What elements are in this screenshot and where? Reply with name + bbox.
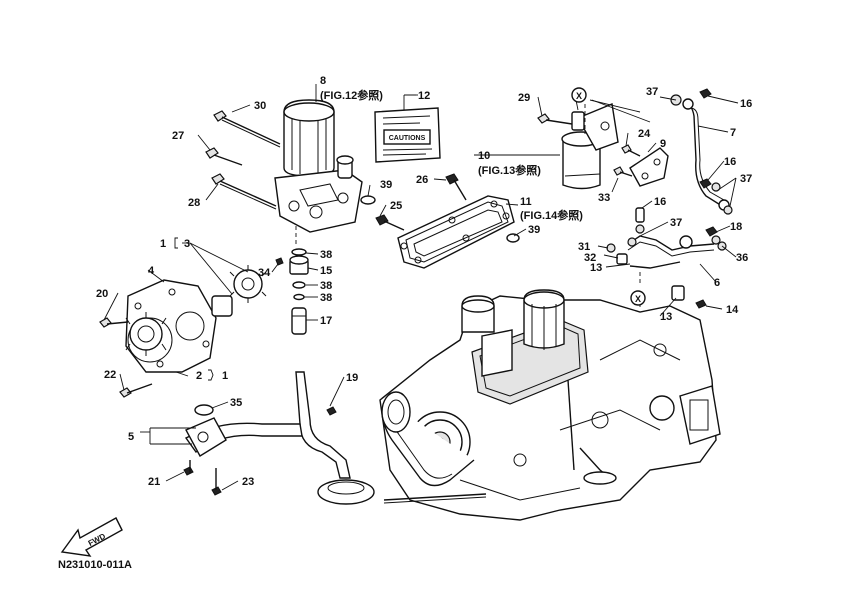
callout-20: 20 (96, 288, 108, 300)
diagram-code: N231010-011A (58, 559, 132, 571)
callout-13a: 13 (590, 262, 602, 274)
callout-25: 25 (390, 200, 402, 212)
washer-38-mid (292, 281, 306, 289)
callout-14: 14 (726, 304, 739, 316)
callout-5: 5 (128, 431, 134, 443)
washer-38-top (291, 248, 307, 256)
fwd-arrow-icon: FWD (60, 517, 123, 557)
callout-10-ref: (FIG.13参照) (478, 163, 541, 177)
callout-31: 31 (578, 241, 590, 253)
callout-8-ref: (FIG.12参照) (320, 88, 383, 102)
marker-x-bottom-label: X (635, 294, 641, 304)
callout-16c: 16 (654, 196, 666, 208)
callout-10: 10 (478, 150, 490, 162)
marker-x-top (571, 87, 587, 103)
bolt-27 (205, 147, 243, 166)
callout-1: 1 (160, 238, 166, 250)
callout-1b: 1 (222, 370, 228, 382)
callout-4: 4 (148, 265, 155, 277)
bolt-23 (211, 468, 222, 496)
callout-35: 35 (230, 397, 242, 409)
callouts: 1 1 2 3 4 5 6 7 8 (FIG.12参照) 9 10 (FIG.1… (96, 75, 752, 488)
callout-16b: 16 (724, 156, 736, 168)
caution-label: CAUTIONS (374, 107, 441, 163)
bolt-30 (213, 110, 281, 148)
bolt-22 (119, 383, 153, 398)
leader-lines (103, 84, 739, 491)
bolt-18-36 (705, 226, 727, 251)
bolt-16-mid (699, 178, 733, 215)
callout-38c: 38 (320, 292, 332, 304)
oring-39-left (360, 195, 376, 205)
callout-37c: 37 (670, 217, 682, 229)
bracket-1-3 (174, 237, 178, 249)
part-34 (275, 257, 284, 266)
callout-22: 22 (104, 369, 116, 381)
callout-12: 12 (418, 90, 430, 102)
callout-2: 2 (196, 370, 202, 382)
bolt-24 (621, 144, 641, 157)
engine-block (379, 289, 721, 521)
callout-37a: 37 (646, 86, 658, 98)
callout-16a: 16 (740, 98, 752, 110)
callout-28: 28 (188, 197, 200, 209)
callout-34: 34 (258, 267, 271, 279)
callout-39a: 39 (380, 179, 392, 191)
bolt-19 (326, 406, 337, 416)
callout-11: 11 (520, 196, 532, 208)
fuel-filter-assembly (537, 103, 619, 190)
bolt-25 (375, 214, 405, 231)
callout-8: 8 (320, 75, 326, 87)
callout-17: 17 (320, 315, 332, 327)
callout-18: 18 (730, 221, 742, 233)
callout-38b: 38 (320, 280, 332, 292)
bolt-28 (211, 173, 277, 210)
oil-pump-gear (125, 312, 167, 356)
callout-24: 24 (638, 128, 651, 140)
callout-23: 23 (242, 476, 254, 488)
rotor-3 (211, 265, 267, 317)
callout-13b: 13 (660, 311, 672, 323)
plug-17 (291, 307, 307, 335)
callout-29: 29 (518, 92, 530, 104)
pipe-7 (682, 98, 730, 211)
callout-19: 19 (346, 372, 358, 384)
callout-21: 21 (148, 476, 160, 488)
callout-27: 27 (172, 130, 184, 142)
callout-37b: 37 (740, 173, 752, 185)
callout-39b: 39 (528, 224, 540, 236)
bracket-13 (671, 285, 707, 309)
callout-6: 6 (714, 277, 720, 289)
callout-30: 30 (254, 100, 266, 112)
callout-9: 9 (660, 138, 666, 150)
oring-39-right (506, 233, 520, 243)
bolt-21 (183, 460, 194, 476)
callout-15: 15 (320, 265, 332, 277)
callout-11-ref: (FIG.14参照) (520, 208, 583, 222)
marker-x-top-label: X (576, 91, 582, 101)
oring-35 (194, 404, 214, 416)
union-31-32 (606, 237, 637, 265)
callout-3: 3 (184, 238, 190, 250)
callout-26: 26 (416, 174, 428, 186)
bracket-2-1 (208, 369, 214, 381)
nut-15 (289, 255, 309, 275)
callout-36: 36 (736, 252, 748, 264)
bracket-9 (629, 147, 669, 187)
oil-filter-assembly (274, 99, 363, 233)
callout-7: 7 (730, 127, 736, 139)
bolt-16-right (635, 207, 645, 234)
fuel-pipe-6 (627, 235, 715, 269)
bolt-26 (445, 173, 467, 201)
callout-33: 33 (598, 192, 610, 204)
callout-38a: 38 (320, 249, 332, 261)
caution-label-text: CAUTIONS (389, 135, 426, 142)
cover-11 (397, 195, 515, 269)
washer-38-bot (293, 293, 305, 301)
bolt-33 (613, 166, 633, 177)
marker-x-bottom (630, 290, 646, 306)
callout-32: 32 (584, 252, 596, 264)
oil-strainer-pipe-5 (184, 371, 375, 505)
